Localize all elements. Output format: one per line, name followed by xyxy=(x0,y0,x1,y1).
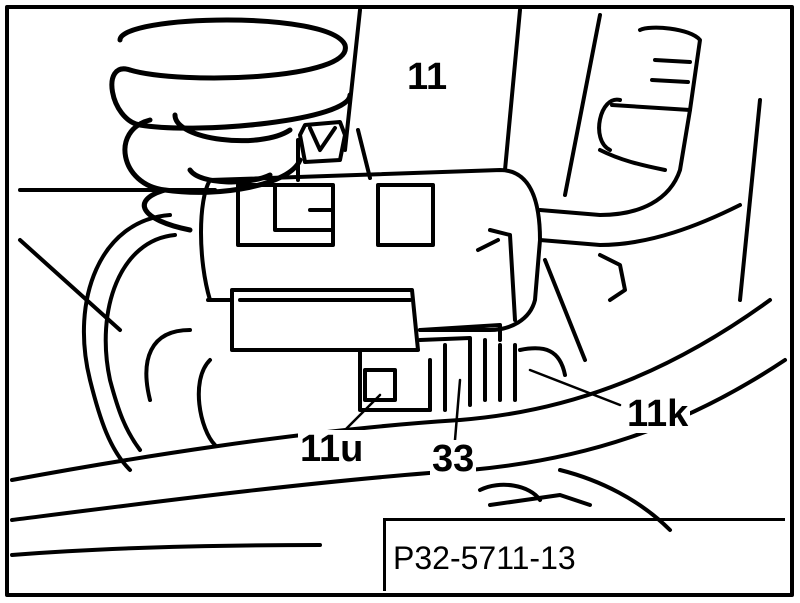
callout-33: 33 xyxy=(430,438,477,480)
frame-border xyxy=(5,5,794,597)
strut-rod xyxy=(343,8,602,362)
callout-11: 11 xyxy=(405,56,450,98)
figure-reference-code: P32-5711-13 xyxy=(393,540,576,576)
callout-11k: 11k xyxy=(625,393,691,435)
leader-lines xyxy=(343,368,622,442)
reference-box xyxy=(383,518,785,591)
mounting-bracket xyxy=(358,253,627,412)
sensor-housing xyxy=(199,120,542,352)
callout-11u: 11u xyxy=(298,428,366,470)
cable-loop xyxy=(18,188,217,472)
brake-hose xyxy=(538,25,762,302)
